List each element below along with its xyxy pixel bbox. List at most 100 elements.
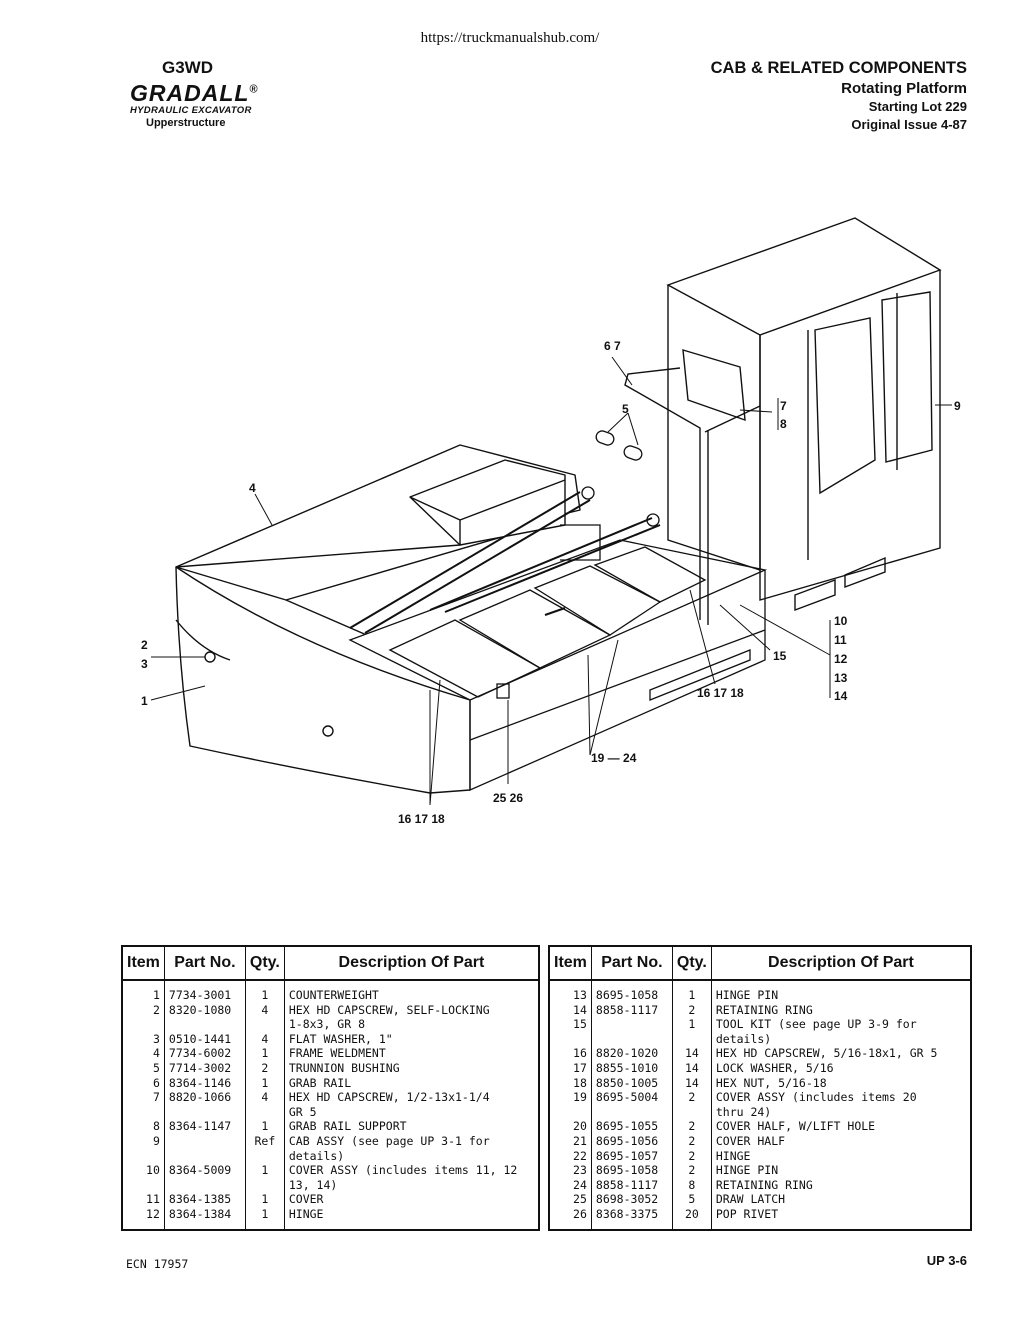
callout-1: 1 — [141, 694, 148, 708]
parts-table-left: Item Part No. Qty. Description Of Part 1… — [121, 945, 540, 1231]
item-number — [549, 1104, 592, 1120]
table-row: 13, 14) — [122, 1177, 539, 1193]
part-number — [591, 1017, 673, 1032]
quantity: 4 — [245, 1002, 285, 1018]
item-number: 11 — [122, 1192, 165, 1207]
item-number: 12 — [122, 1206, 165, 1230]
quantity: 2 — [672, 1090, 712, 1105]
callout-8: 8 — [780, 417, 787, 431]
quantity: 1 — [245, 980, 285, 1003]
item-number: 20 — [549, 1119, 592, 1134]
description: details) — [715, 1031, 772, 1046]
callout-5: 5 — [622, 402, 629, 416]
col-header-item: Item — [549, 946, 592, 981]
item-number: 26 — [549, 1206, 592, 1230]
quantity — [245, 1177, 285, 1193]
callout-16-17-18-left: 16 17 18 — [398, 812, 445, 826]
table-row: details) — [549, 1031, 971, 1047]
description: GR 5 — [288, 1104, 317, 1119]
col-header-qty: Qty. — [245, 946, 285, 981]
part-number: 8858-1117 — [591, 1002, 673, 1018]
description: GRAB RAIL — [288, 1075, 352, 1090]
item-number: 10 — [122, 1163, 165, 1178]
part-number — [164, 1148, 246, 1164]
quantity: Ref — [245, 1133, 285, 1149]
part-number: 8698-3052 — [591, 1192, 673, 1207]
part-number: 8364-1146 — [164, 1075, 246, 1091]
quantity: 8 — [672, 1177, 712, 1193]
callout-25-26: 25 26 — [493, 791, 523, 805]
description: 1-8x3, GR 8 — [288, 1017, 366, 1032]
product-line: HYDRAULIC EXCAVATOR — [130, 105, 252, 116]
description: COVER HALF — [715, 1133, 786, 1148]
description: HINGE PIN — [715, 1163, 779, 1178]
source-url[interactable]: https://truckmanualshub.com/ — [420, 30, 600, 46]
callout-4: 4 — [249, 481, 256, 495]
part-number: 8850-1005 — [591, 1075, 673, 1091]
quantity — [245, 1148, 285, 1164]
part-number: 8364-1147 — [164, 1119, 246, 1134]
item-number: 7 — [122, 1090, 165, 1105]
trunnion-bushings — [595, 430, 643, 461]
part-number — [164, 1133, 246, 1149]
description: FLAT WASHER, 1" — [288, 1031, 393, 1046]
callout-3: 3 — [141, 657, 148, 671]
col-header-item: Item — [122, 946, 165, 981]
item-number: 4 — [122, 1046, 165, 1061]
part-number: 8858-1117 — [591, 1177, 673, 1193]
table-row: details) — [122, 1148, 539, 1164]
part-number: 8695-1057 — [591, 1148, 673, 1164]
quantity: 1 — [672, 1017, 712, 1032]
part-number: 8820-1020 — [591, 1046, 673, 1061]
quantity: 1 — [245, 1192, 285, 1207]
part-number: 8364-1385 — [164, 1192, 246, 1207]
item-number: 23 — [549, 1163, 592, 1178]
description: HEX HD CAPSCREW, 5/16-18x1, GR 5 — [715, 1046, 938, 1061]
item-number: 22 — [549, 1148, 592, 1164]
quantity — [245, 1104, 285, 1120]
callout-2: 2 — [141, 638, 148, 652]
callout-12: 12 — [834, 652, 848, 666]
part-number: 8695-1056 — [591, 1133, 673, 1149]
item-number — [122, 1104, 165, 1120]
part-number — [164, 1017, 246, 1032]
description: COUNTERWEIGHT — [288, 988, 379, 1002]
quantity: 1 — [672, 980, 712, 1003]
registered-mark: ® — [249, 83, 259, 96]
part-number: 8695-1058 — [591, 980, 673, 1003]
item-number: 2 — [122, 1002, 165, 1018]
quantity: 2 — [672, 1119, 712, 1134]
brand-logo: GRADALL® — [130, 80, 259, 107]
part-number: 8855-1010 — [591, 1060, 673, 1076]
quantity: 2 — [672, 1002, 712, 1018]
item-number: 24 — [549, 1177, 592, 1193]
item-number: 9 — [122, 1133, 165, 1149]
part-number: 8695-1055 — [591, 1119, 673, 1134]
page-number: UP 3-6 — [926, 1253, 967, 1268]
col-header-qty: Qty. — [672, 946, 712, 981]
description: GRAB RAIL SUPPORT — [288, 1119, 407, 1134]
description: POP RIVET — [715, 1206, 779, 1221]
item-number: 14 — [549, 1002, 592, 1018]
starting-lot: Starting Lot 229 — [868, 99, 967, 114]
quantity: 1 — [245, 1119, 285, 1134]
callout-7: 7 — [780, 399, 787, 413]
cab-assembly — [666, 217, 942, 612]
quantity: 4 — [245, 1090, 285, 1105]
table-row: 1-8x3, GR 8 — [122, 1017, 539, 1032]
